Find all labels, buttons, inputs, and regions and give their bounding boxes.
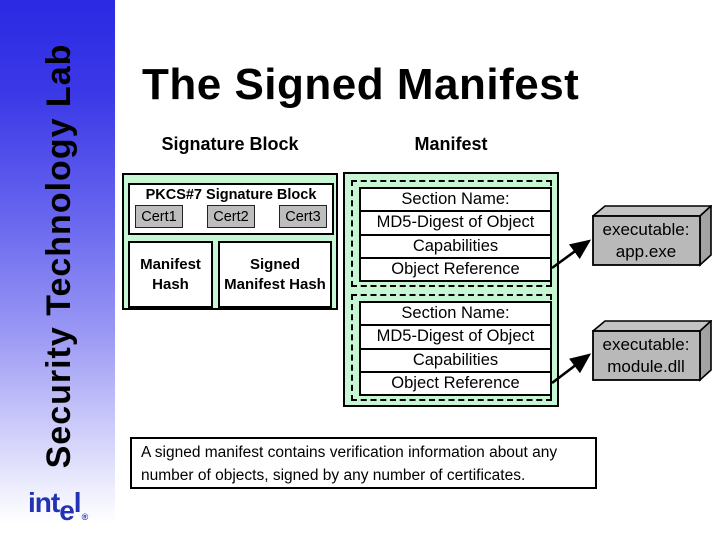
- intel-logo-text-1: int: [28, 487, 60, 518]
- executable-label-line2: app.exe: [615, 241, 677, 261]
- manifest-section-1: Section Name: MD5-Digest of Object Capab…: [359, 187, 552, 282]
- caption-box: A signed manifest contains verification …: [130, 437, 597, 489]
- manifest-box: Section Name: MD5-Digest of Object Capab…: [343, 172, 559, 407]
- cube-3d-icon: [592, 205, 712, 267]
- signature-block: PKCS#7 Signature Block Cert1 Cert2 Cert3…: [122, 173, 338, 310]
- executable-label: executable: app.exe: [592, 216, 700, 265]
- object-reference-row: Object Reference: [361, 256, 550, 280]
- manifest-section-2: Section Name: MD5-Digest of Object Capab…: [359, 301, 552, 396]
- executable-app-exe-box: executable: app.exe: [592, 205, 712, 267]
- sidebar: Security Technology Lab intel®: [0, 0, 115, 540]
- manifest-hash-box: Manifest Hash: [128, 241, 213, 308]
- page-title: The Signed Manifest: [142, 60, 580, 109]
- cube-3d-icon: [592, 320, 712, 382]
- intel-logo-dropped-e: e: [59, 495, 75, 526]
- object-reference-row: Object Reference: [361, 370, 550, 394]
- section-name-row: Section Name:: [401, 190, 510, 209]
- executable-label-line1: executable:: [602, 334, 690, 354]
- pkcs7-signature-block: PKCS#7 Signature Block Cert1 Cert2 Cert3: [128, 183, 334, 235]
- section-name-row: Section Name:: [401, 304, 510, 323]
- cert-box-3: Cert3: [279, 205, 327, 228]
- capabilities-row: Capabilities: [361, 233, 550, 257]
- pkcs7-title: PKCS#7 Signature Block: [145, 187, 317, 203]
- cert-box-1: Cert1: [135, 205, 183, 228]
- executable-module-dll-box: executable: module.dll: [592, 320, 712, 382]
- signed-manifest-hash-box: Signed Manifest Hash: [218, 241, 332, 308]
- intel-logo: intel®: [28, 487, 89, 526]
- registered-mark-icon: ®: [81, 512, 89, 522]
- signature-block-header: Signature Block: [161, 134, 299, 154]
- cert-box-2: Cert2: [207, 205, 255, 228]
- executable-label: executable: module.dll: [592, 331, 700, 380]
- md5-digest-row: MD5-Digest of Object: [361, 324, 550, 347]
- executable-label-line2: module.dll: [607, 356, 685, 376]
- intel-logo-text-2: l: [73, 487, 82, 518]
- executable-label-line1: executable:: [602, 219, 690, 239]
- md5-digest-row: MD5-Digest of Object: [361, 210, 550, 233]
- sidebar-vertical-label: Security Technology Lab: [40, 43, 78, 469]
- cert-row: Cert1 Cert2 Cert3: [130, 203, 332, 228]
- capabilities-row: Capabilities: [361, 347, 550, 371]
- manifest-header: Manifest: [414, 134, 488, 154]
